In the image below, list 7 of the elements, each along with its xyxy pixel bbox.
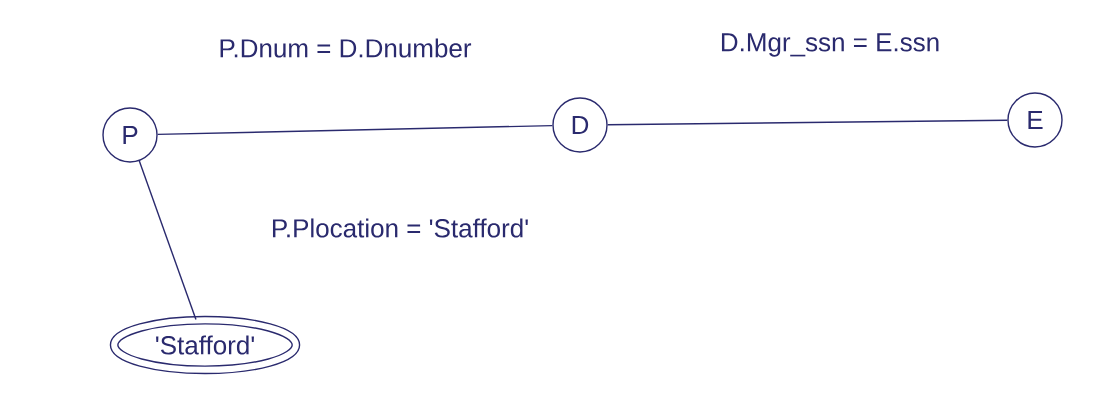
value-oval: 'Stafford' xyxy=(109,315,301,375)
edge-label: P.Dnum = D.Dnumber xyxy=(216,36,474,60)
edge-label: P.Plocation = 'Stafford' xyxy=(268,216,532,240)
connector-line xyxy=(138,160,197,321)
edge-label: D.Mgr_ssn = E.ssn xyxy=(717,31,943,59)
connector-line xyxy=(607,119,1008,126)
connector-line xyxy=(157,124,553,136)
